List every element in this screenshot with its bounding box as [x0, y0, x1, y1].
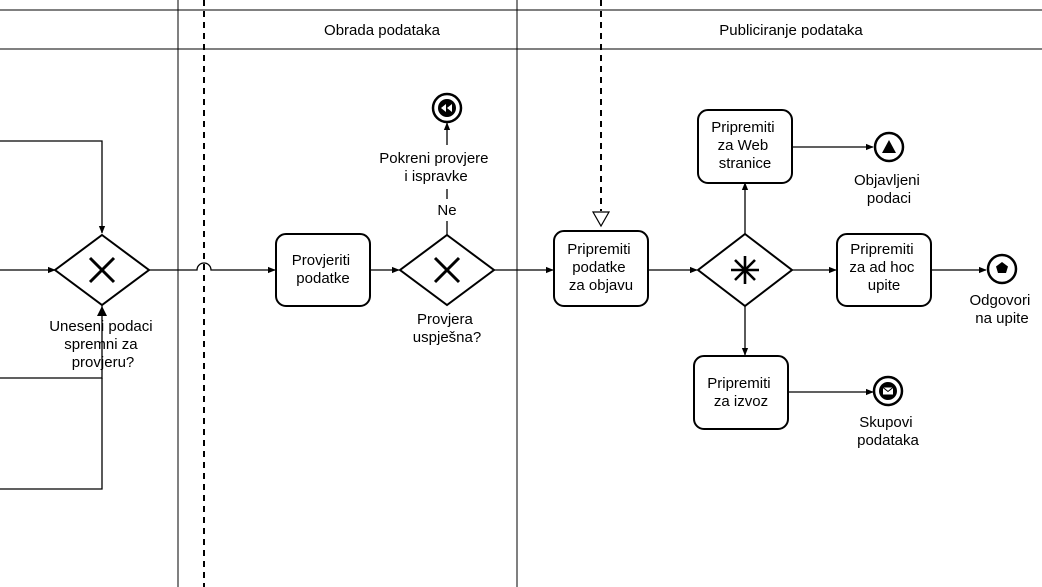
rollback-end-event[interactable]	[431, 92, 463, 124]
answers-end-event[interactable]	[986, 253, 1018, 285]
message-flow-open-arrowhead	[591, 211, 611, 228]
published-event-label: Objavljeni podaci	[854, 172, 924, 207]
task-prepare-web[interactable]: Pripremiti za Web stranice	[697, 109, 793, 184]
no-branch-label: Ne	[437, 202, 456, 219]
loop-top-flow	[0, 140, 106, 234]
loop-bottom-flow-b	[0, 378, 103, 490]
datasets-end-event[interactable]	[872, 375, 904, 407]
triangle-icon	[882, 140, 896, 153]
task-verify-data[interactable]: Provjeriti podatke	[275, 233, 371, 307]
svg-text:Pripremiti za Web: Pripremiti za Web stranice	[711, 119, 779, 172]
answers-event-label: Odgovori na upite	[969, 292, 1034, 327]
lane-title-processing: Obrada podataka	[324, 22, 441, 39]
datasets-event-label: Skupovi podataka	[857, 414, 919, 449]
asterisk-icon	[731, 256, 759, 284]
envelope-icon	[882, 387, 894, 395]
task-prepare-export[interactable]: Pripremiti za izvoz	[693, 355, 789, 430]
entry-gateway[interactable]	[53, 233, 151, 307]
svg-text:Pripremiti za ad hoc: Pripremiti za ad hoc upite	[849, 241, 918, 294]
rollback-event-label: Pokreni provjere i ispravke	[379, 150, 492, 185]
rewind-icon	[441, 104, 452, 112]
check-gateway[interactable]	[398, 233, 496, 307]
task-prepare-publish[interactable]: Pripremiti podatke za objavu	[553, 230, 649, 307]
svg-text:Pripremiti podatke: Pripremiti podatke za objavu	[567, 241, 635, 294]
pentagon-icon	[996, 262, 1008, 273]
svg-text:Pripremiti za izvoz: Pripremiti za izvoz	[707, 375, 775, 410]
loop-bottom-arrowhead	[97, 306, 107, 316]
lane-title-publishing: Publiciranje podataka	[719, 22, 863, 39]
flow-entry-to-verify	[149, 262, 276, 274]
parallel-gateway[interactable]	[696, 232, 794, 308]
published-end-event[interactable]	[873, 131, 905, 163]
svg-text:Provjeriti podatke: Provjeriti podatke	[292, 252, 355, 287]
entry-gateway-label: Uneseni podaci spremni za provjeru?	[49, 318, 157, 371]
check-gateway-label: Provjera uspješna?	[413, 311, 481, 346]
task-prepare-adhoc[interactable]: Pripremiti za ad hoc upite	[836, 233, 932, 307]
